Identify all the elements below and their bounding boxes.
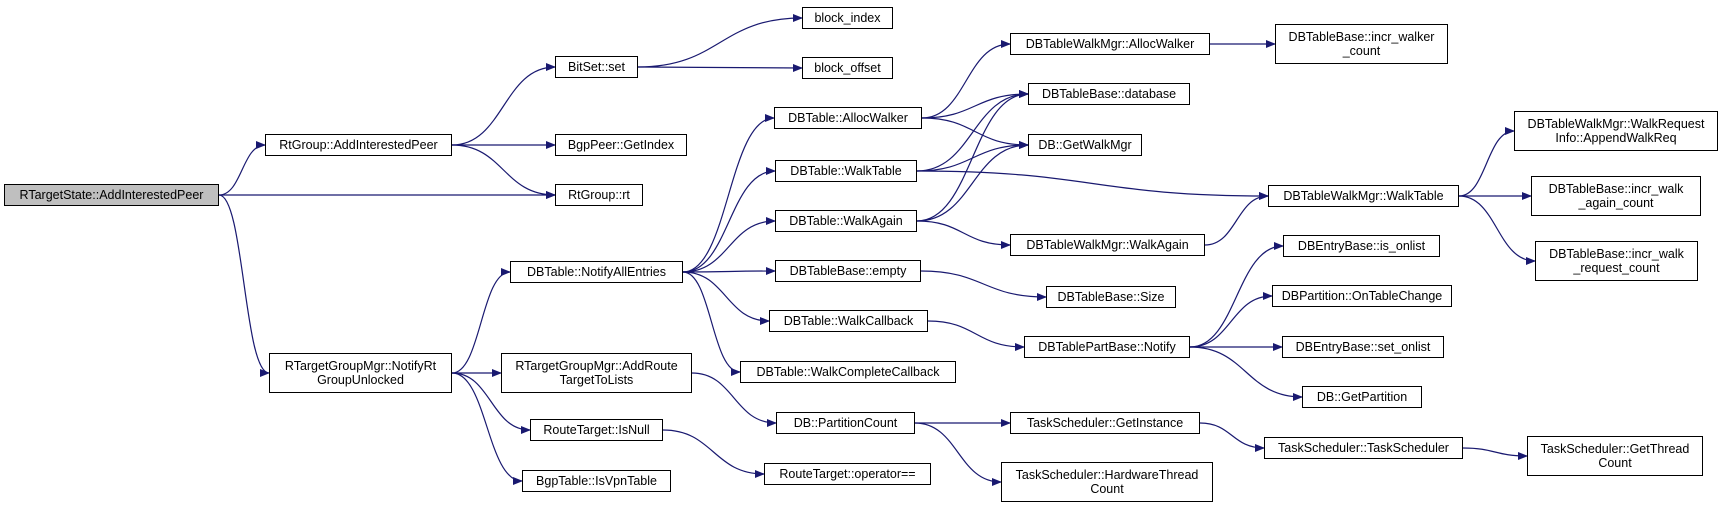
edge-n32-n33 — [1199, 422, 1265, 452]
edge-n2-n4 — [637, 63, 803, 72]
edge-n14-n12 — [916, 90, 1029, 172]
edge-n21-n22 — [920, 270, 1047, 301]
edge-n15-n18 — [1458, 195, 1536, 265]
node-dbtable-walkagain[interactable]: DBTable::WalkAgain — [775, 210, 917, 232]
edge-n24-n25 — [1189, 242, 1284, 348]
edge-n20-n15 — [1204, 192, 1269, 246]
edge-n7-n8 — [451, 268, 511, 374]
edge-n31-n35 — [914, 422, 1002, 486]
node-rtargetstate-addinterestedpeer[interactable]: RTargetState::AddInterestedPeer — [4, 184, 219, 206]
edge-n8-n14 — [682, 167, 776, 273]
edge-n19-n13 — [916, 141, 1029, 222]
edge-n33-n34 — [1462, 447, 1528, 460]
edge-n7-n36 — [451, 372, 531, 434]
edge-n1-n6 — [451, 144, 556, 199]
node-dbtable-notifyallentries[interactable]: DBTable::NotifyAllEntries — [510, 261, 683, 283]
node-dbtablebase-database[interactable]: DBTableBase::database — [1028, 83, 1190, 105]
node-bgptable-isvpntable[interactable]: BgpTable::IsVpnTable — [522, 470, 671, 492]
node-dbtablewalkmgr-walktable[interactable]: DBTableWalkMgr::WalkTable — [1268, 185, 1459, 207]
node-dbtablewalkmgr-walkrequestinfo-appendwalkreq[interactable]: DBTableWalkMgr::WalkRequest Info::Append… — [1514, 111, 1718, 151]
edge-n15-n16 — [1458, 127, 1515, 197]
edge-n9-n13 — [921, 117, 1029, 149]
node-dbpartition-ontablechange[interactable]: DBPartition::OnTableChange — [1272, 285, 1452, 307]
edge-n8-n21 — [682, 267, 776, 276]
node-taskscheduler-getthreadcount[interactable]: TaskScheduler::GetThread Count — [1527, 436, 1703, 476]
edge-n24-n26 — [1189, 292, 1273, 348]
edge-n0-n7 — [218, 194, 270, 377]
node-taskscheduler-getinstance[interactable]: TaskScheduler::GetInstance — [1010, 412, 1200, 434]
edge-n8-n23 — [682, 271, 770, 325]
edge-n9-n12 — [921, 90, 1029, 119]
node-rtargetgroupmgr-notifyrtgroupunlocked[interactable]: RTargetGroupMgr::NotifyRt GroupUnlocked — [269, 353, 452, 393]
node-dbtable-walkcallback[interactable]: DBTable::WalkCallback — [769, 310, 928, 332]
node-dbtablebase-incr-walk-request-count[interactable]: DBTableBase::incr_walk _request_count — [1535, 241, 1698, 281]
node-dbtablewalkmgr-walkagain[interactable]: DBTableWalkMgr::WalkAgain — [1010, 234, 1205, 256]
edge-n1-n2 — [451, 63, 556, 146]
node-block-index[interactable]: block_index — [802, 7, 893, 29]
node-rtargetgroupmgr-addroutetargettolists[interactable]: RTargetGroupMgr::AddRoute TargetToLists — [501, 353, 692, 393]
node-dbtable-allocwalker[interactable]: DBTable::AllocWalker — [774, 107, 922, 129]
edge-n7-n38 — [451, 372, 523, 485]
edge-n24-n28 — [1189, 346, 1303, 401]
edge-n30-n31 — [691, 372, 777, 427]
edge-n14-n15 — [916, 170, 1269, 200]
edge-n2-n3 — [637, 14, 803, 68]
node-dbtablepartbase-notify[interactable]: DBTablePartBase::Notify — [1024, 336, 1190, 358]
node-bgppeer-getindex[interactable]: BgpPeer::GetIndex — [555, 134, 687, 156]
edge-n23-n24 — [927, 320, 1025, 351]
edge-n19-n12 — [916, 90, 1029, 222]
edge-n9-n10 — [921, 40, 1011, 119]
node-dbtablebase-incr-walker-count[interactable]: DBTableBase::incr_walker _count — [1275, 24, 1448, 64]
node-dbtable-walktable[interactable]: DBTable::WalkTable — [775, 160, 917, 182]
node-rtgroup-addinterestedpeer[interactable]: RtGroup::AddInterestedPeer — [265, 134, 452, 156]
node-rtgroup-rt[interactable]: RtGroup::rt — [555, 184, 643, 206]
node-dbtable-walkcompletecallback[interactable]: DBTable::WalkCompleteCallback — [740, 361, 956, 383]
node-dbentrybase-set-onlist[interactable]: DBEntryBase::set_onlist — [1282, 336, 1444, 358]
edge-n8-n29 — [682, 271, 741, 376]
node-dbentrybase-is-onlist[interactable]: DBEntryBase::is_onlist — [1283, 235, 1440, 257]
node-dbtablebase-size[interactable]: DBTableBase::Size — [1046, 286, 1176, 308]
edge-n0-n1 — [218, 141, 266, 196]
node-block-offset[interactable]: block_offset — [802, 57, 893, 79]
node-routetarget-operator-eq[interactable]: RouteTarget::operator== — [764, 463, 931, 485]
node-routetarget-isnull[interactable]: RouteTarget::IsNull — [530, 419, 663, 441]
edge-n19-n20 — [916, 220, 1011, 249]
node-dbtablebase-empty[interactable]: DBTableBase::empty — [775, 260, 921, 282]
node-taskscheduler-taskscheduler[interactable]: TaskScheduler::TaskScheduler — [1264, 437, 1463, 459]
edge-n36-n37 — [662, 429, 765, 478]
node-db-partitioncount[interactable]: DB::PartitionCount — [776, 412, 915, 434]
node-dbtablebase-incr-walk-again-count[interactable]: DBTableBase::incr_walk _again_count — [1531, 176, 1701, 216]
edge-n8-n9 — [682, 114, 775, 273]
node-db-getpartition[interactable]: DB::GetPartition — [1302, 386, 1422, 408]
edge-n8-n19 — [682, 217, 776, 273]
node-bitset-set[interactable]: BitSet::set — [555, 56, 638, 78]
node-taskscheduler-hardwarethreadcount[interactable]: TaskScheduler::HardwareThread Count — [1001, 462, 1213, 502]
node-dbtablewalkmgr-allocwalker[interactable]: DBTableWalkMgr::AllocWalker — [1010, 33, 1210, 55]
node-db-getwalkmgr[interactable]: DB::GetWalkMgr — [1028, 134, 1142, 156]
